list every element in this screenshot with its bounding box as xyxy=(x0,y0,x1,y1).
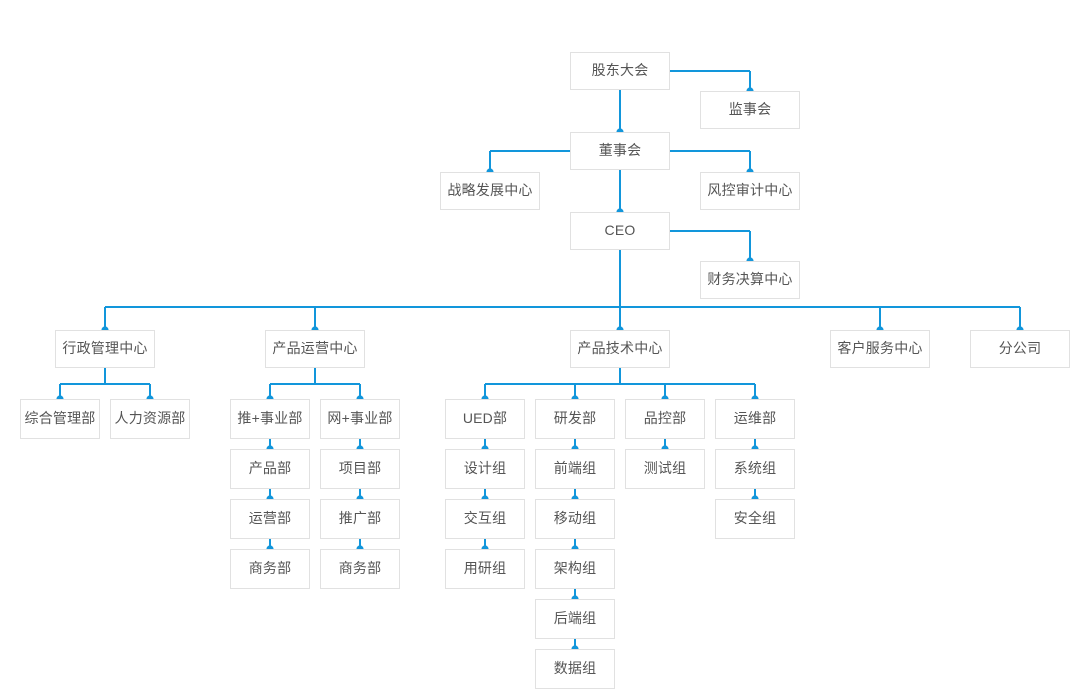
org-node-backend[interactable]: 后端组 xyxy=(535,599,615,639)
org-node-shareholders[interactable]: 股东大会 xyxy=(570,52,670,90)
org-node-finance[interactable]: 财务决算中心 xyxy=(700,261,800,299)
org-node-project_dept[interactable]: 项目部 xyxy=(320,449,400,489)
org-node-testing[interactable]: 测试组 xyxy=(625,449,705,489)
org-node-biz_dept_a[interactable]: 商务部 xyxy=(230,549,310,589)
org-node-product_dept[interactable]: 产品部 xyxy=(230,449,310,489)
org-node-ued[interactable]: UED部 xyxy=(445,399,525,439)
org-node-supervisors[interactable]: 监事会 xyxy=(700,91,800,129)
org-node-admin[interactable]: 行政管理中心 xyxy=(55,330,155,368)
org-node-board[interactable]: 董事会 xyxy=(570,132,670,170)
org-node-frontend[interactable]: 前端组 xyxy=(535,449,615,489)
org-node-devops[interactable]: 运维部 xyxy=(715,399,795,439)
org-node-prodops[interactable]: 产品运营中心 xyxy=(265,330,365,368)
org-node-prodtech[interactable]: 产品技术中心 xyxy=(570,330,670,368)
org-node-security[interactable]: 安全组 xyxy=(715,499,795,539)
org-node-ops_dept[interactable]: 运营部 xyxy=(230,499,310,539)
org-node-mobile[interactable]: 移动组 xyxy=(535,499,615,539)
org-node-biz_dept_b[interactable]: 商务部 xyxy=(320,549,400,589)
org-node-systems[interactable]: 系统组 xyxy=(715,449,795,489)
org-node-userresearch[interactable]: 用研组 xyxy=(445,549,525,589)
org-node-qc[interactable]: 品控部 xyxy=(625,399,705,439)
org-node-custserv[interactable]: 客户服务中心 xyxy=(830,330,930,368)
org-node-ceo[interactable]: CEO xyxy=(570,212,670,250)
org-node-wangplus[interactable]: 网+事业部 xyxy=(320,399,400,439)
org-node-architecture[interactable]: 架构组 xyxy=(535,549,615,589)
org-node-hr[interactable]: 人力资源部 xyxy=(110,399,190,439)
org-node-interaction[interactable]: 交互组 xyxy=(445,499,525,539)
org-node-tuiplus[interactable]: 推+事业部 xyxy=(230,399,310,439)
org-node-rnd[interactable]: 研发部 xyxy=(535,399,615,439)
org-node-data[interactable]: 数据组 xyxy=(535,649,615,689)
org-node-promo_dept[interactable]: 推广部 xyxy=(320,499,400,539)
org-node-strategy[interactable]: 战略发展中心 xyxy=(440,172,540,210)
org-node-riskaudit[interactable]: 风控审计中心 xyxy=(700,172,800,210)
org-node-design[interactable]: 设计组 xyxy=(445,449,525,489)
org-node-branch[interactable]: 分公司 xyxy=(970,330,1070,368)
org-node-general[interactable]: 综合管理部 xyxy=(20,399,100,439)
